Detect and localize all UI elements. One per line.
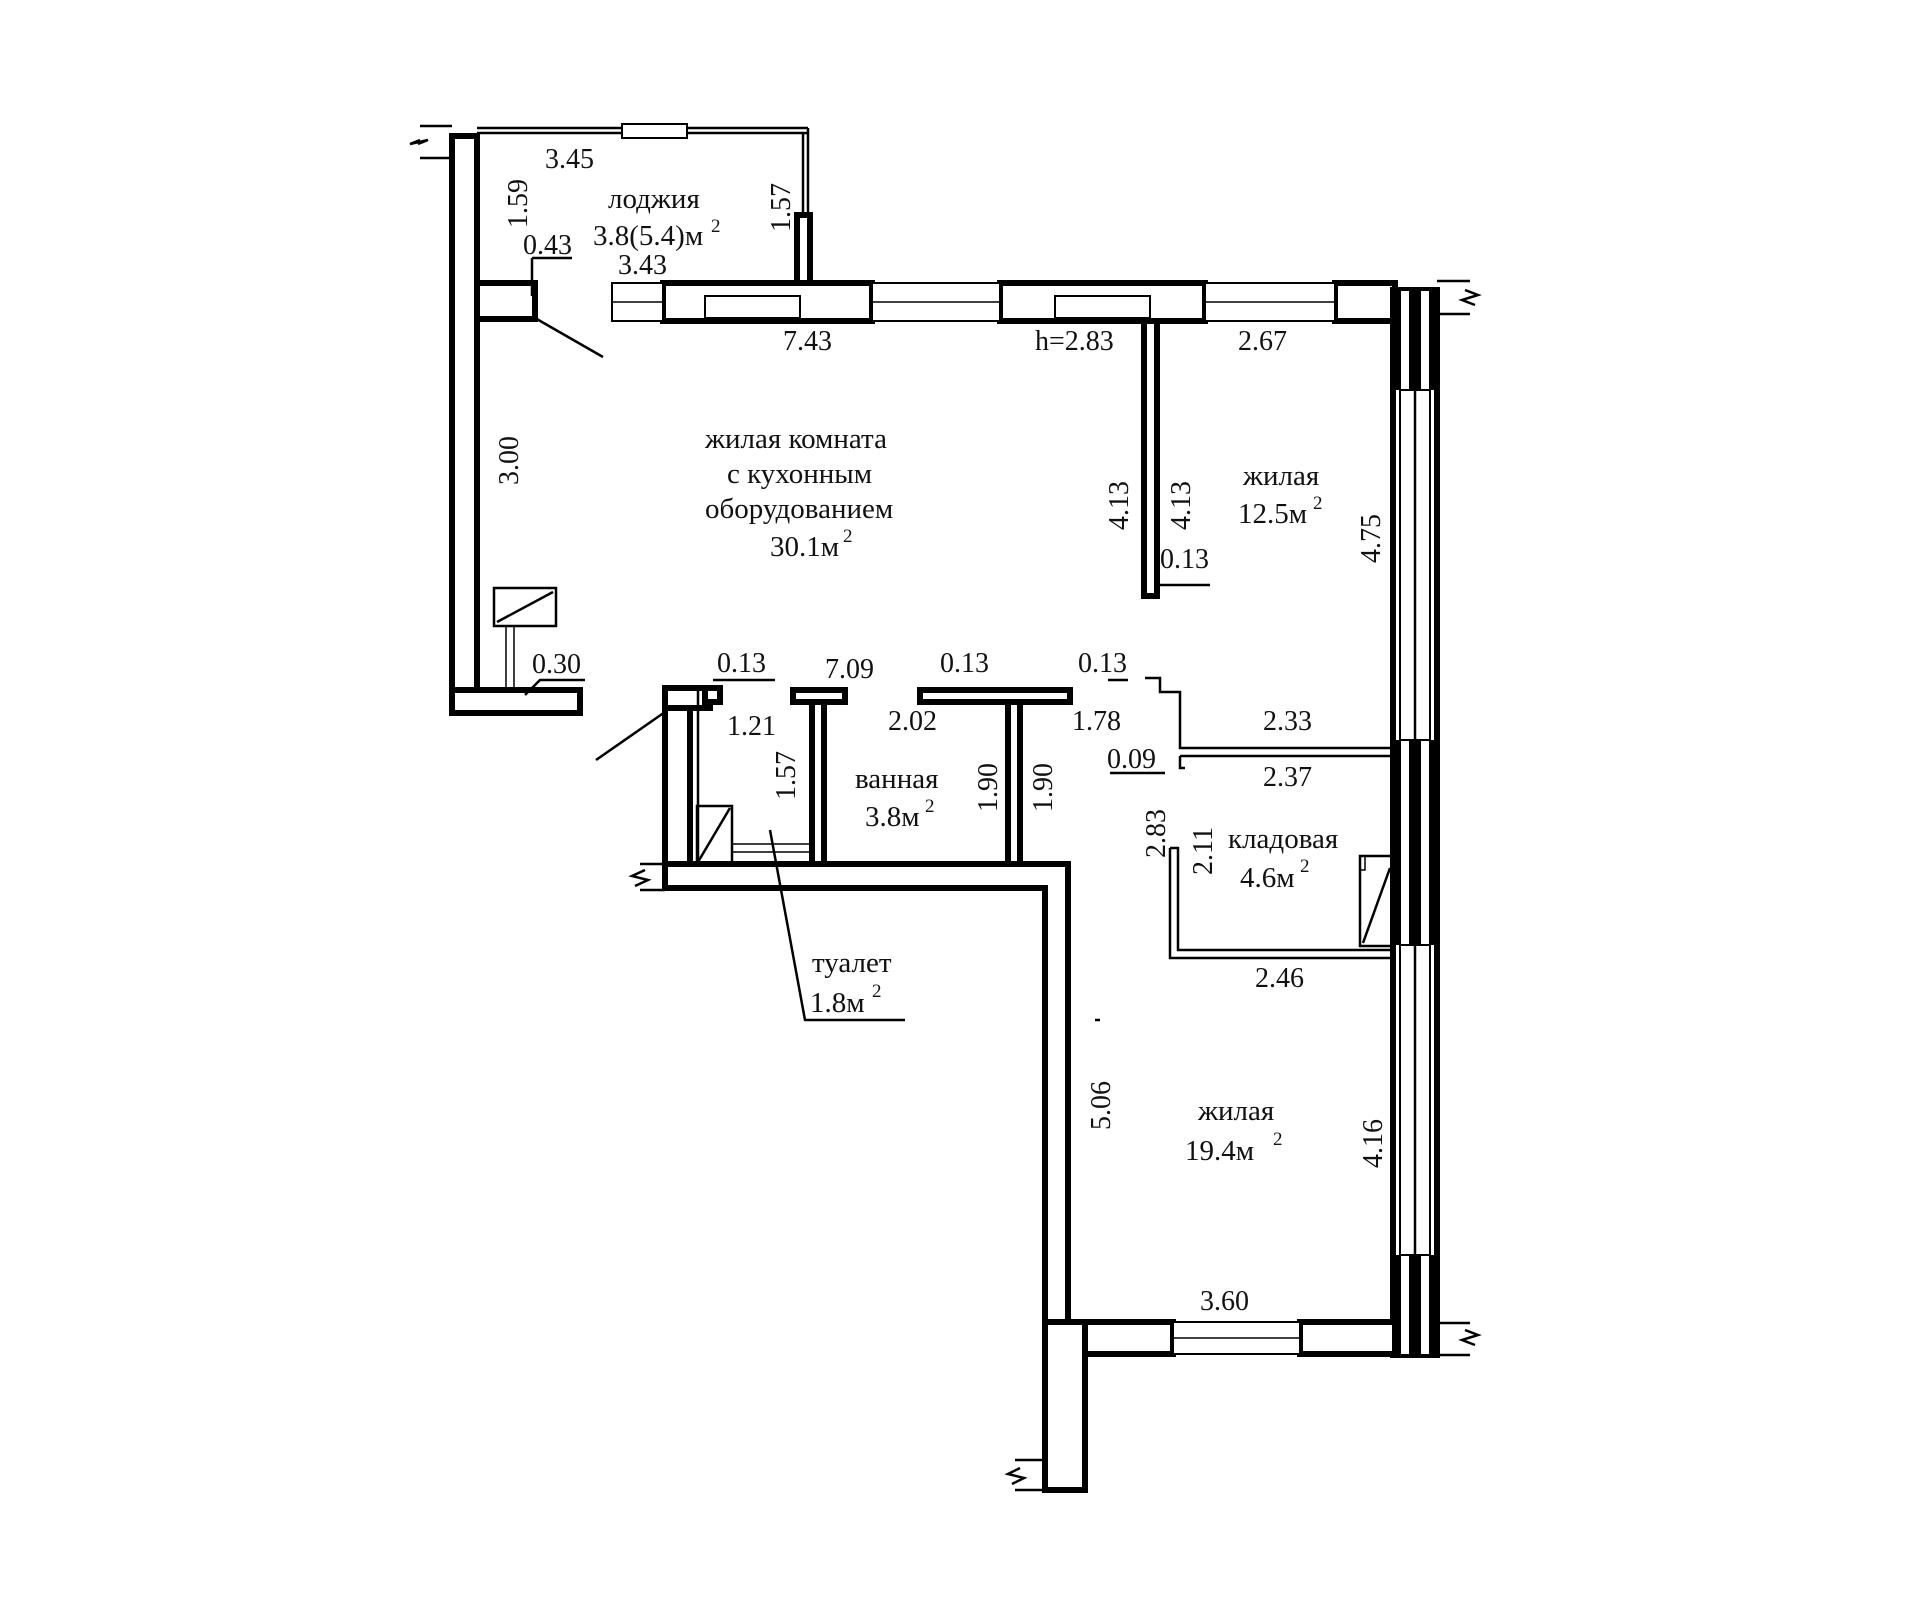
dim-2-33: 2.33 — [1263, 706, 1312, 737]
dim-1-57-wc: 1.57 — [771, 751, 802, 800]
dim-4-16: 4.16 — [1358, 1119, 1389, 1168]
wall-entry-stub — [662, 685, 693, 867]
dim-2-46: 2.46 — [1255, 963, 1304, 994]
door-swings — [534, 316, 666, 762]
partition-bedroom — [1141, 318, 1160, 599]
leader-lines — [524, 256, 1210, 1022]
dim-4-13-a: 4.13 — [1104, 481, 1135, 530]
dim-1-57-loggia: 1.57 — [766, 183, 797, 232]
dim-2-67: 2.67 — [1238, 326, 1287, 357]
living-kitchen-line3: оборудованием — [705, 493, 893, 525]
dim-3-43: 3.43 — [618, 250, 667, 281]
shaft-left — [492, 586, 558, 628]
living-kitchen-area: 30.1м — [770, 531, 839, 563]
wall-left-stub — [474, 280, 538, 322]
loggia — [475, 123, 813, 286]
living-kitchen-line1: жилая комната — [704, 423, 887, 455]
dim-1-59: 1.59 — [503, 179, 534, 228]
dim-3-00: 3.00 — [494, 436, 525, 485]
bathroom-name: ванная — [855, 763, 938, 795]
dim-3-45: 3.45 — [545, 144, 594, 175]
toilet-area-sup: 2 — [872, 981, 882, 1002]
partition-bath-right — [1005, 699, 1023, 867]
dim-4-75: 4.75 — [1356, 514, 1387, 563]
storage-area-sup: 2 — [1300, 856, 1310, 877]
storage-name: кладовая — [1228, 823, 1338, 855]
living-small-name: жилая — [1242, 460, 1319, 492]
wall-left-foot — [449, 687, 583, 716]
dim-2-02: 2.02 — [888, 706, 937, 737]
partition-storage — [1145, 676, 1393, 770]
wall-bottom-stub — [1042, 1319, 1088, 1493]
living-kitchen-line2: с кухонным — [727, 458, 872, 490]
room-labels: лоджия 3.8(5.4)м 2 жилая комната с кухон… — [593, 183, 1338, 1167]
storage-area: 4.6м — [1240, 862, 1295, 894]
door-swing-loggia — [534, 316, 604, 359]
dim-0-30: 0.30 — [532, 649, 581, 680]
partition-wc-cap — [702, 685, 723, 705]
wall-top-3 — [1332, 280, 1398, 324]
partition-wc-bath — [809, 699, 827, 867]
toilet-name: туалет — [812, 947, 892, 979]
dim-5-06: 5.06 — [1086, 1081, 1117, 1130]
living-large-area: 19.4м — [1185, 1135, 1254, 1167]
loggia-window — [621, 123, 688, 139]
dim-7-43: 7.43 — [783, 326, 832, 357]
wall-corridor — [662, 861, 1071, 1325]
loggia-area: 3.8(5.4)м — [593, 220, 703, 252]
partitions — [696, 318, 1393, 960]
loggia-post — [794, 212, 813, 286]
partition-bath-right-cap — [917, 687, 1073, 705]
door-swing-entry — [595, 710, 666, 762]
living-small-area: 12.5м — [1238, 498, 1307, 530]
shaft-storage — [1358, 854, 1395, 948]
wall-bottom-right — [1297, 1319, 1398, 1357]
dim-h: h=2.83 — [1035, 326, 1114, 357]
walls — [449, 133, 1440, 1493]
top-windows — [611, 282, 1336, 322]
dimension-labels: 3.45 1.59 1.57 0.43 3.43 7.43 h=2.83 2.6… — [494, 144, 1389, 1317]
dim-1-90-a: 1.90 — [973, 763, 1004, 812]
bathroom-area: 3.8м — [865, 801, 920, 833]
living-small-area-sup: 2 — [1313, 493, 1323, 514]
dim-0-13-c: 0.13 — [1078, 648, 1127, 679]
wall-top-1-vent — [704, 295, 801, 319]
dim-0-43: 0.43 — [523, 230, 572, 261]
dim-2-11: 2.11 — [1188, 827, 1219, 875]
dim-2-83: 2.83 — [1141, 809, 1172, 858]
dim-3-60: 3.60 — [1200, 1286, 1249, 1317]
loggia-name: лоджия — [608, 183, 700, 215]
dim-1-90-b: 1.90 — [1028, 763, 1059, 812]
dim-1-78: 1.78 — [1072, 706, 1121, 737]
living-large-name: жилая — [1197, 1095, 1274, 1127]
break-marks — [409, 124, 1482, 1492]
loggia-area-sup: 2 — [711, 216, 721, 237]
living-kitchen-area-sup: 2 — [843, 526, 853, 547]
dim-0-09: 0.09 — [1107, 744, 1156, 775]
toilet-area: 1.8м — [810, 987, 865, 1019]
dim-2-37: 2.37 — [1263, 762, 1312, 793]
dim-0-13-room: 0.13 — [1160, 544, 1209, 575]
wall-left — [449, 133, 480, 716]
dim-1-21: 1.21 — [727, 711, 776, 742]
dim-0-13-a: 0.13 — [717, 648, 766, 679]
bathroom-area-sup: 2 — [925, 796, 935, 817]
wall-top-2-vent — [1054, 295, 1151, 319]
dim-0-13-b: 0.13 — [940, 648, 989, 679]
dim-7-09: 7.09 — [825, 654, 874, 685]
living-large-area-sup: 2 — [1273, 1129, 1283, 1150]
shaft-wc — [695, 804, 734, 866]
dim-4-13-b: 4.13 — [1166, 481, 1197, 530]
